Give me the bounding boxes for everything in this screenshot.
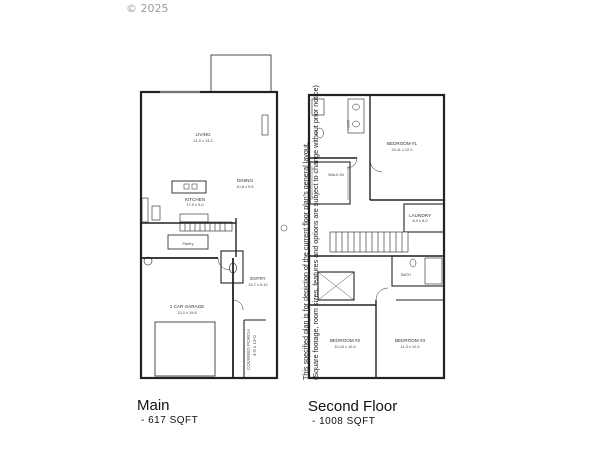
garage-label: 1 CAR GARAGE: [170, 304, 204, 309]
door-swing: [217, 257, 231, 271]
main-floor-plan: [139, 54, 279, 380]
kitchen-size: 17-0 x 9-0: [186, 203, 203, 207]
laundry-size: 8-0 x 8-0: [413, 219, 428, 223]
powder-room: [220, 250, 244, 284]
water-heater: [143, 256, 153, 266]
vanity: [347, 98, 365, 134]
sink: [191, 183, 198, 190]
walk-in-label: WALK-IN: [328, 173, 344, 177]
laundry-room: [403, 203, 445, 233]
main-outer-wall: [139, 90, 279, 380]
marker-icon: [280, 224, 288, 232]
living-label: LIVING: [195, 132, 210, 137]
porch-size: 4-0 x 13-0: [252, 335, 257, 356]
main-room-labels: LIVING 21-0 x 13-2 DINING 10-8 x 9-6 KIT…: [170, 132, 268, 315]
fridge: [151, 205, 161, 221]
bedroom3-label: BEDROOM #3: [395, 338, 426, 343]
disclaimer-line1: This specified plan is for depiction of …: [301, 142, 310, 380]
disclaimer: This specified plan is for depiction of …: [301, 50, 321, 380]
counter: [141, 197, 149, 223]
pantry-label: Pantry: [183, 242, 194, 246]
shower: [311, 98, 325, 116]
second-stairs: [329, 231, 409, 253]
entry-size: 15-7 x 6-10: [248, 283, 267, 287]
pantry: [167, 234, 209, 250]
laundry-label: LAUNDRY: [409, 213, 431, 218]
copyright-watermark: © 2025: [126, 2, 169, 15]
bedroom2-label: BEDROOM #2: [330, 338, 361, 343]
bedroom1-size: 15-11 x 12-0: [391, 148, 412, 152]
hall-bath: [391, 255, 445, 287]
toilet: [229, 262, 237, 274]
tub: [424, 257, 443, 285]
kitchen-island: [171, 180, 207, 194]
dining-label: DINING: [237, 178, 254, 183]
bath2-label: BATH: [401, 273, 411, 277]
closet: [317, 271, 355, 301]
media-niche: [261, 114, 269, 136]
dining-size: 10-8 x 9-6: [236, 185, 253, 189]
main-floor-title: Main: [137, 397, 170, 414]
kitchen-label: KITCHEN: [185, 197, 205, 202]
range: [179, 213, 209, 223]
bedroom1-label: BEDROOM #1: [387, 141, 418, 146]
bedroom3-size: 11-3 x 10-3: [401, 345, 420, 349]
sink: [183, 183, 190, 190]
garage-door: [154, 321, 216, 377]
door-swing: [232, 299, 244, 311]
main-floor-sqft: - 617 SQFT: [141, 415, 199, 426]
patio: [210, 54, 272, 93]
second-room-labels: BATH BEDROOM #1 15-11 x 12-0 WALK-IN LAU…: [328, 120, 431, 349]
second-floor-title: Second Floor: [308, 398, 398, 415]
second-floor-plan: [307, 93, 446, 380]
toilet: [316, 127, 324, 139]
disclaimer-line2: (Square footage, room sizes, features an…: [311, 85, 320, 380]
bath-top-label: BATH: [346, 120, 350, 130]
bedroom2-size: 10-10 x 10-6: [334, 345, 355, 349]
living-size: 21-0 x 13-2: [193, 139, 212, 143]
entry-label: ENTRY: [250, 276, 266, 281]
garage-size: 13-0 x 19-6: [177, 311, 196, 315]
walk-in-closet: [309, 161, 351, 205]
main-stairs: [179, 221, 233, 232]
second-floor-sqft: - 1008 SQFT: [312, 416, 376, 427]
porch-label: COVERED PORCH: [246, 329, 251, 370]
